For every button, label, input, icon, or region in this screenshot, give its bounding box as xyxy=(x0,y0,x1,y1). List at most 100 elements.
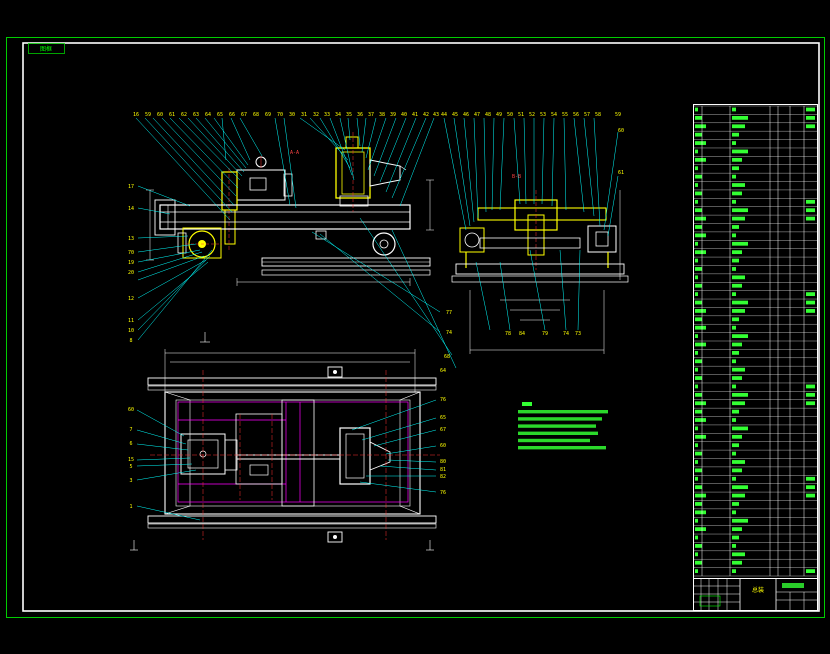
parts-name-text xyxy=(732,233,736,238)
front-top-balloons: 16 59 60 61 62 63 64 65 66 67 68 69 70 3… xyxy=(133,112,307,118)
parts-name-text xyxy=(732,241,748,246)
parts-note-text xyxy=(806,199,815,204)
balloon-label: 11 xyxy=(128,318,134,324)
front-view-label: A-A xyxy=(290,150,299,156)
parts-code-text xyxy=(695,208,702,213)
balloon-label: 77 xyxy=(446,310,452,316)
parts-name-text xyxy=(732,409,739,414)
section-arrow-markers xyxy=(130,332,434,551)
parts-name-text xyxy=(732,451,736,456)
balloon-label: 55 xyxy=(562,112,568,118)
front-leaders xyxy=(135,117,457,369)
parts-name-text xyxy=(732,208,748,213)
side-bottom-balloons: 78 84 79 74 73 xyxy=(505,331,581,337)
main-beam xyxy=(159,204,411,230)
parts-name-text xyxy=(732,350,739,355)
parts-name-text xyxy=(732,325,736,330)
balloon-label: 34 xyxy=(335,112,341,118)
parts-name-text xyxy=(732,283,742,288)
parts-name-text xyxy=(732,342,742,347)
parts-name-text xyxy=(732,132,739,137)
plan-centerlines xyxy=(150,370,440,540)
parts-code-text xyxy=(695,317,702,322)
balloon-label: 65 xyxy=(217,112,223,118)
parts-code-text xyxy=(695,544,702,548)
parts-code-text xyxy=(695,275,698,280)
parts-name-text xyxy=(732,115,748,120)
parts-code-text xyxy=(695,183,698,187)
parts-name-text xyxy=(732,258,739,263)
balloon-label: 6 xyxy=(129,441,132,447)
parts-code-text xyxy=(695,124,706,129)
parts-code-text xyxy=(695,426,698,431)
parts-code-text xyxy=(695,115,702,120)
parts-code-text xyxy=(695,283,702,288)
parts-code-text xyxy=(695,359,702,364)
balloon-label: 74 xyxy=(446,330,452,336)
parts-name-text xyxy=(732,166,739,171)
parts-name-text xyxy=(732,518,748,523)
front-left-balloons: 17 14 13 70 19 20 12 11 10 8 xyxy=(128,184,134,344)
balloon-label: 60 xyxy=(618,128,624,134)
parts-note-text xyxy=(806,392,815,397)
parts-code-text xyxy=(695,191,702,196)
parts-name-text xyxy=(732,527,742,532)
parts-name-text xyxy=(732,267,736,271)
balloon-label: 62 xyxy=(181,112,187,118)
balloon-label: 49 xyxy=(496,112,502,118)
parts-name-text xyxy=(732,157,742,162)
parts-name-text xyxy=(732,560,742,565)
balloon-label: 39 xyxy=(390,112,396,118)
parts-code-text xyxy=(695,250,706,255)
balloon-label: 64 xyxy=(440,368,446,374)
balloon-label: 45 xyxy=(452,112,458,118)
parts-name-text xyxy=(732,300,748,305)
balloon-label: 38 xyxy=(379,112,385,118)
side-leaders xyxy=(443,117,619,331)
plan-top-rail xyxy=(147,377,437,386)
parts-code-text xyxy=(695,350,698,355)
balloon-label: 67 xyxy=(241,112,247,118)
technical-note-line xyxy=(518,424,596,428)
parts-code-text xyxy=(695,451,702,456)
plan-wheel-top xyxy=(327,366,343,378)
balloon-label: 46 xyxy=(463,112,469,118)
balloon-label: 76 xyxy=(440,490,446,496)
balloon-label: 32 xyxy=(313,112,319,118)
balloon-label: 42 xyxy=(423,112,429,118)
parts-note-text xyxy=(806,309,815,313)
parts-name-text xyxy=(732,317,739,322)
parts-name-text xyxy=(732,225,739,229)
parts-name-text xyxy=(732,476,736,481)
balloon-label: 82 xyxy=(440,474,446,480)
parts-note-text xyxy=(806,401,815,406)
plan-wheel-bottom xyxy=(327,531,343,543)
balloon-label: 15 xyxy=(128,457,134,463)
side-left-block xyxy=(459,227,485,253)
side-base xyxy=(455,263,625,275)
parts-code-text xyxy=(695,241,698,246)
parts-name-text xyxy=(732,460,745,464)
parts-name-text xyxy=(732,334,748,338)
parts-code-text xyxy=(695,367,698,372)
parts-code-text xyxy=(695,485,702,490)
parts-name-text xyxy=(732,275,745,280)
mid-callout-balloons: 77 74 68 64 xyxy=(440,310,452,374)
parts-code-text xyxy=(695,468,702,473)
balloon-label: 8 xyxy=(129,338,132,344)
parts-code-text xyxy=(695,510,706,515)
parts-name-text xyxy=(732,443,739,448)
parts-name-text xyxy=(732,510,736,515)
parts-name-text xyxy=(732,359,736,364)
balloon-label: 69 xyxy=(265,112,271,118)
balloon-label: 1 xyxy=(129,504,132,510)
parts-name-text xyxy=(732,401,745,406)
parts-code-text xyxy=(695,132,702,137)
parts-name-text xyxy=(732,502,739,506)
parts-name-text xyxy=(732,216,745,221)
parts-code-text xyxy=(695,418,706,422)
parts-code-text xyxy=(695,502,702,506)
parts-code-text xyxy=(695,141,706,145)
parts-note-text xyxy=(806,292,815,297)
balloon-label: 19 xyxy=(128,260,134,266)
